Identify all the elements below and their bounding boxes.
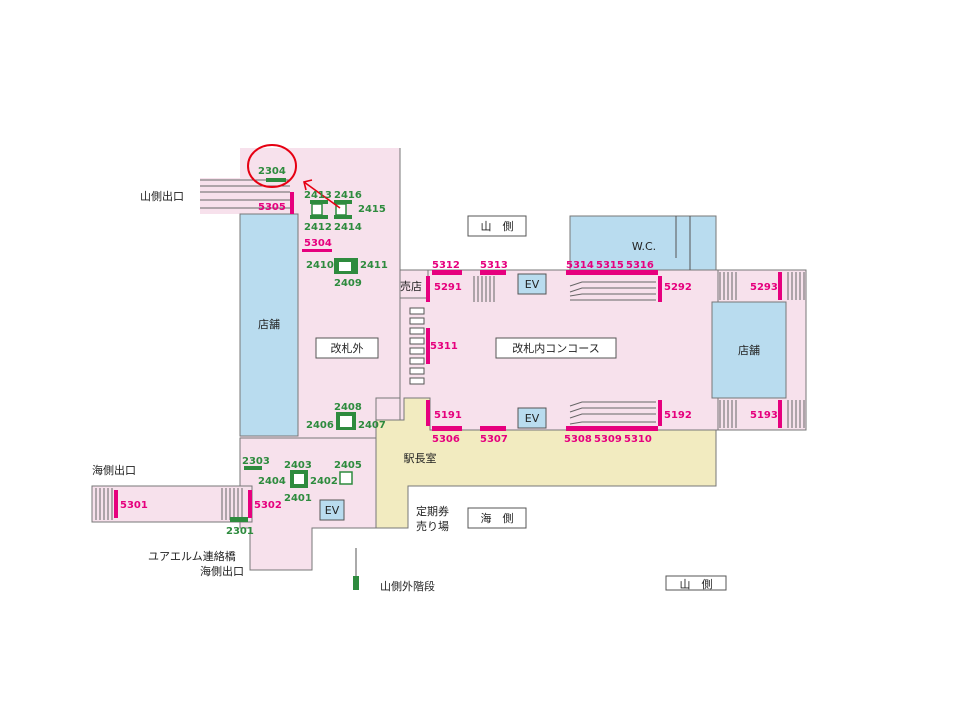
code-2413: 2413 — [304, 190, 332, 201]
code-2405: 2405 — [334, 460, 362, 471]
ev-bottom: EV — [525, 412, 540, 425]
code-2301: 2301 — [226, 526, 254, 537]
code-5311: 5311 — [430, 341, 458, 352]
wc-area — [569, 215, 717, 271]
code-2403: 2403 — [284, 460, 312, 471]
code-5309: 5309 — [594, 434, 622, 445]
ev-top: EV — [525, 278, 540, 291]
label-teiki1: 定期券 — [416, 504, 449, 518]
code-2404: 2404 — [258, 476, 286, 487]
code-2409: 2409 — [334, 278, 362, 289]
code-2408: 2408 — [334, 402, 362, 413]
stairs-umi-exit — [95, 488, 243, 520]
stairs-right-bottom — [719, 400, 805, 428]
label-ekichou: 駅長室 — [404, 451, 437, 465]
shop-right-area — [711, 301, 787, 399]
code-2412: 2412 — [304, 222, 332, 233]
code-5293: 5293 — [750, 282, 778, 293]
stairs-concourse-left — [473, 276, 495, 302]
highlight-circle — [247, 144, 297, 188]
code-5291: 5291 — [434, 282, 462, 293]
label-yama-exit: 山側出口 — [140, 189, 184, 203]
code-5313: 5313 — [480, 260, 508, 271]
label-teiki2: 売り場 — [416, 520, 449, 533]
stairs-right-top — [719, 272, 805, 300]
code-5292: 5292 — [664, 282, 692, 293]
code-5314: 5314 — [566, 260, 594, 271]
label-umi-exit: 海側出口 — [92, 463, 136, 477]
highlight-arrow — [303, 179, 341, 209]
pink-markers — [114, 192, 782, 518]
label-shop-left: 店舗 — [258, 317, 280, 331]
code-2411: 2411 — [360, 260, 388, 271]
code-2416: 2416 — [334, 190, 362, 201]
code-2414: 2414 — [334, 222, 362, 233]
code-2402: 2402 — [310, 476, 338, 487]
ticket-gates — [409, 307, 425, 385]
label-yama-side: 山 側 — [481, 220, 514, 233]
ev-left: EV — [325, 504, 340, 517]
label-baiten: 売店 — [400, 279, 422, 293]
label-yuaerumu: ユアエルム連絡橋 — [148, 549, 236, 563]
label-concourse: 改札内コンコース — [512, 341, 599, 355]
code-5316: 5316 — [626, 260, 654, 271]
escalator-bottom — [569, 401, 656, 425]
code-5305: 5305 — [258, 202, 286, 213]
escalator-top — [569, 281, 656, 301]
code-5191: 5191 — [434, 410, 462, 421]
code-2303: 2303 — [242, 456, 270, 467]
code-5193: 5193 — [750, 410, 778, 421]
code-2401: 2401 — [284, 493, 312, 504]
label-wc: W.C. — [632, 240, 656, 253]
code-2406: 2406 — [306, 420, 334, 431]
code-5307: 5307 — [480, 434, 508, 445]
label-shop-right: 店舗 — [738, 343, 760, 357]
code-5306: 5306 — [432, 434, 460, 445]
code-5312: 5312 — [432, 260, 460, 271]
umi-exit-corridor — [91, 485, 253, 523]
code-5308: 5308 — [564, 434, 592, 445]
label-umi-side: 海 側 — [481, 511, 514, 525]
code-5304: 5304 — [304, 238, 332, 249]
code-2407: 2407 — [358, 420, 386, 431]
code-5301: 5301 — [120, 500, 148, 511]
code-2415: 2415 — [358, 204, 386, 215]
code-5310: 5310 — [624, 434, 652, 445]
code-5315: 5315 — [596, 260, 624, 271]
label-kaisatsu-out: 改札外 — [331, 341, 364, 355]
label-yama-side-bottom: 山 側 — [680, 578, 713, 591]
code-2304: 2304 — [258, 166, 286, 177]
shop-left-area — [239, 213, 299, 437]
code-2410: 2410 — [306, 260, 334, 271]
label-bottom-stair: 山側外階段 — [380, 579, 435, 593]
code-5192: 5192 — [664, 410, 692, 421]
label-yuaerumu-exit: 海側出口 — [200, 564, 244, 578]
green-markers — [230, 178, 358, 522]
code-5302: 5302 — [254, 500, 282, 511]
